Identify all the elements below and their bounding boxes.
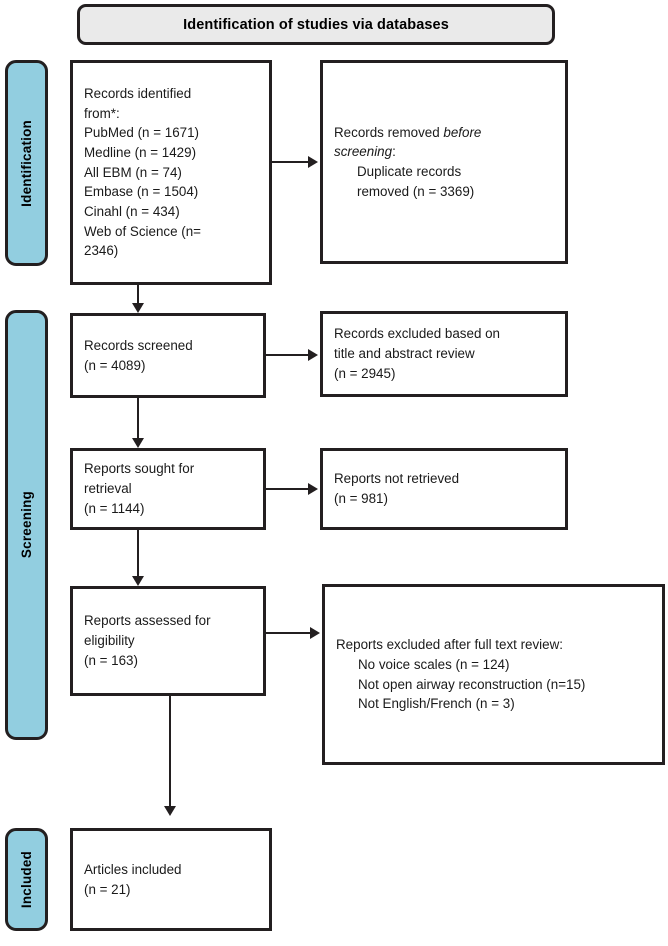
arrow-screened-to-sought-head [131,438,144,448]
arrow-assessed-to-excludedft-head [310,626,320,639]
box-records-excluded-title-abstract: Records excluded based on title and abst… [320,311,568,397]
box-line: Cinahl (n = 434) [84,204,180,220]
box-line: Not open airway reconstruction (n=15) [358,676,586,692]
box-line: Embase (n = 1504) [84,184,199,200]
box-line: (n = 2945) [334,365,396,381]
box-reports-sought-for-retrieval: Reports sought for retrieval (n = 1144) [70,448,266,530]
box-reports-not-retrieved: Reports not retrieved (n = 981) [320,448,568,530]
box-line: (n = 981) [334,491,388,506]
stage-tab-included-label: Included [19,850,34,909]
box-line: title and abstract review [334,346,475,362]
stage-tab-identification-label: Identification [19,119,34,207]
box-line: Reports sought for [84,461,195,477]
arrow-identified-to-removed-line [272,161,308,164]
box-line: Web of Science (n= [84,223,201,239]
removed-text-italic-before: before [443,124,482,140]
box-reports-assessed-for-eligibility: Reports assessed for eligibility (n = 16… [70,586,266,696]
arrow-identified-to-screened-line [137,285,140,303]
box-records-removed: Records removed before screening: Duplic… [320,60,568,264]
stage-tab-screening: Screening [5,310,48,740]
box-line: Reports excluded after full text review: [336,637,564,653]
stage-tab-identification: Identification [5,60,48,266]
box-line: Reports assessed for [84,613,211,629]
box-line: Reports not retrieved [334,471,460,487]
removed-text-a: Records removed [334,124,444,140]
diagram-title-text: Identification of studies via databases [183,16,449,33]
arrow-identified-to-removed-head [308,155,318,168]
arrow-sought-to-assessed-head [131,576,144,586]
box-line: (n = 163) [84,652,138,668]
box-line: Records identified [84,85,192,101]
stage-tab-included: Included [5,828,48,931]
box-line: screening: [334,142,554,162]
box-line: (n = 1144) [84,500,145,516]
box-line: No voice scales (n = 124) [358,656,510,672]
box-line: PubMed (n = 1671) [84,125,200,141]
arrow-sought-to-assessed-line [137,530,140,576]
box-line: Duplicate records [357,164,462,179]
box-line: retrieval [84,481,132,497]
box-line: from*: [84,105,120,121]
removed-text-italic-screening: screening [334,144,393,160]
box-line: Records screened [84,337,193,353]
arrow-screened-to-sought-line [137,398,140,438]
box-line: Articles included [84,861,182,877]
box-line: 2346) [84,243,119,259]
box-line: (n = 21) [84,881,131,897]
box-line: (n = 4089) [84,357,146,373]
arrow-identified-to-screened-head [131,303,144,313]
arrow-screened-to-excluded-head [308,348,318,361]
arrow-screened-to-excluded-line [266,354,308,357]
box-line: Records excluded based on [334,326,501,342]
removed-text-colon: : [392,144,396,160]
box-line: Records removed before [334,123,554,143]
box-records-screened: Records screened (n = 4089) [70,313,266,398]
arrow-sought-to-notretrieved-head [308,482,318,495]
arrow-assessed-to-excludedft-line [266,632,310,635]
box-articles-included: Articles included (n = 21) [70,828,272,931]
box-reports-excluded-full-text: Reports excluded after full text review:… [322,584,665,765]
box-line: removed (n = 3369) [357,183,475,199]
box-line: Medline (n = 1429) [84,144,197,160]
box-records-identified: Records identified from*: PubMed (n = 16… [70,60,272,285]
diagram-title-banner: Identification of studies via databases [77,4,555,45]
arrow-assessed-to-included-head [163,806,176,816]
box-line: Not English/French (n = 3) [358,696,515,712]
arrow-assessed-to-included-line [169,696,172,806]
box-line: eligibility [84,633,135,649]
arrow-sought-to-notretrieved-line [266,488,308,491]
stage-tab-screening-label: Screening [19,491,34,559]
box-line: All EBM (n = 74) [84,164,182,180]
